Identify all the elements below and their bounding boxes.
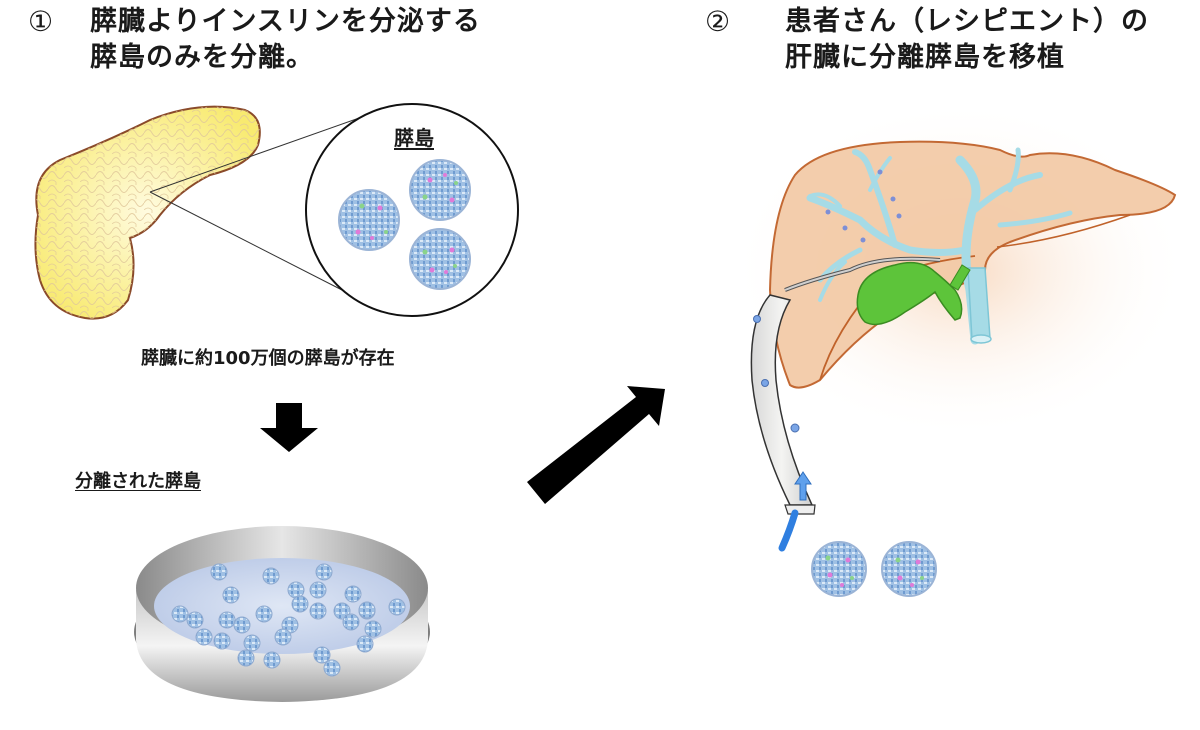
dish-islet	[342, 613, 360, 631]
dish-islet	[344, 585, 362, 603]
dish-islet	[309, 602, 327, 620]
flow-arrow-icon	[794, 471, 812, 501]
petri-dish	[134, 526, 430, 702]
transplant-islets	[811, 541, 937, 597]
dish-islet	[263, 651, 281, 669]
diagonal-arrow	[527, 386, 665, 504]
dish-islet	[287, 581, 305, 599]
gallbladder	[856, 261, 963, 326]
step2-number: ②	[705, 5, 732, 38]
dish-islet	[274, 628, 292, 646]
dish-medium	[154, 558, 410, 654]
step1-title-line1: 膵臓よりインスリンを分泌する	[90, 6, 481, 37]
dish-islet	[213, 632, 231, 650]
dish-islet	[388, 598, 406, 616]
liver-shape	[768, 140, 1177, 389]
dish-islet	[309, 581, 327, 599]
islet	[881, 541, 937, 597]
dish-islet	[237, 649, 255, 667]
dish-islet	[255, 605, 273, 623]
step1-number: ①	[28, 5, 55, 38]
dish-islet	[358, 601, 376, 619]
step2-title-line1: 患者さん（レシピエント）の	[785, 6, 1149, 37]
dish-islet	[243, 634, 261, 652]
dish-islet	[356, 635, 374, 653]
dish-islet	[313, 646, 331, 664]
zoom-line-lower	[149, 191, 343, 291]
dish-islet	[222, 586, 240, 604]
dish-islet	[323, 659, 341, 677]
step2-title-line2: 肝臓に分離膵島を移植	[785, 42, 1065, 73]
step1-title-line2: 膵島のみを分離。	[90, 42, 314, 73]
dish-islet	[171, 605, 189, 623]
dish-islet-group	[171, 563, 406, 677]
liver-illustration	[730, 100, 1190, 440]
flow-tube	[778, 509, 799, 552]
dish-islet	[233, 616, 251, 634]
step1-heading: ① 膵臓よりインスリンを分泌する 膵島のみを分離。	[28, 4, 548, 84]
dish-islet	[186, 611, 204, 629]
islet	[811, 541, 867, 597]
islet-cluster-zoomed	[338, 159, 471, 290]
dish-islet	[291, 595, 309, 613]
catheter	[750, 256, 941, 552]
dish-islet	[195, 628, 213, 646]
islet-zoom-label: 膵島	[394, 126, 434, 150]
islet	[338, 189, 400, 251]
islet	[409, 228, 471, 290]
dish-islet	[364, 620, 382, 638]
dish-islet	[333, 602, 351, 620]
dish-islet	[218, 611, 236, 629]
dish-islet	[315, 563, 333, 581]
zoom-line-upper	[149, 116, 363, 193]
islet	[409, 159, 471, 221]
dish-islet	[262, 567, 280, 585]
dish-islet	[210, 563, 228, 581]
pancreas-illustration	[34, 105, 261, 320]
step2-heading: ② 患者さん（レシピエント）の 肝臓に分離膵島を移植	[705, 4, 1185, 84]
pancreas-caption: 膵臓に約100万個の膵島が存在	[141, 348, 395, 369]
isolated-islets-label: 分離された膵島	[75, 471, 201, 492]
down-arrow	[260, 403, 318, 452]
